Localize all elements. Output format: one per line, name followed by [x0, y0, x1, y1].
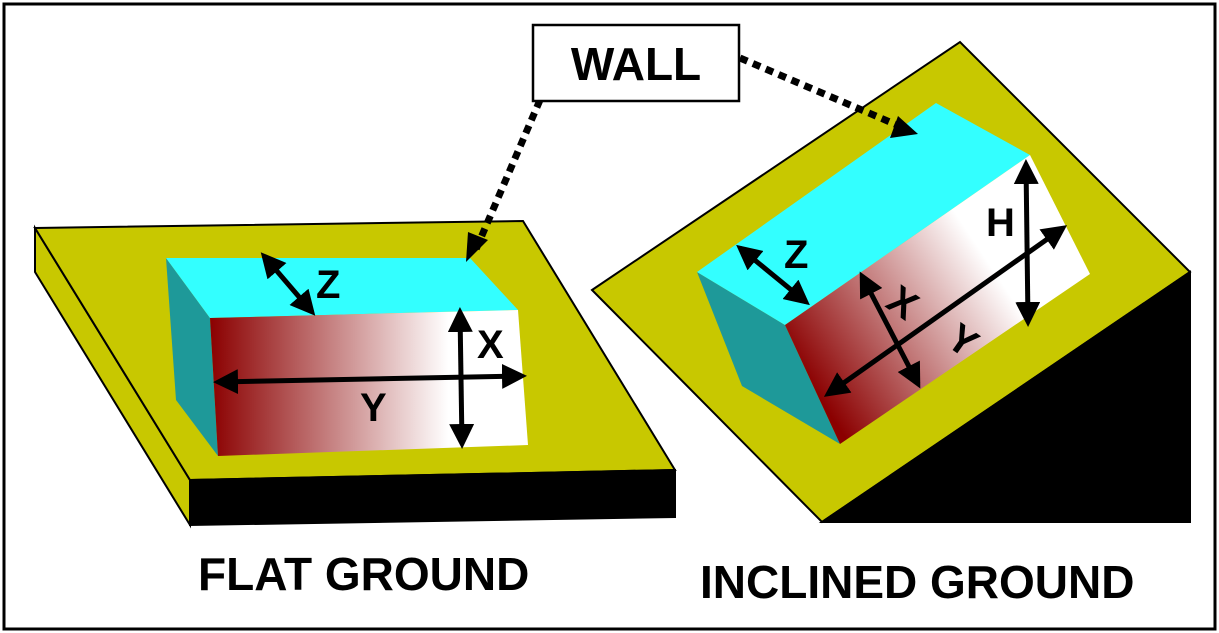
callout-pointer-flat-head: [466, 232, 488, 262]
wall-label: WALL: [571, 38, 701, 90]
flat-y-label: Y: [360, 386, 387, 430]
inclined-h-label: H: [986, 201, 1015, 245]
inclined-ground-scene: Z H X Y INCLINED GROUND: [590, 40, 1192, 608]
flat-wall-top-face: [166, 258, 518, 318]
callout-pointer-inclined: [738, 54, 906, 132]
flat-ground-scene: Z X Y FLAT GROUND: [33, 219, 677, 600]
inclined-wall-side-face: [697, 272, 840, 444]
flat-z-dimension-arrow: [260, 252, 316, 316]
flat-x-dimension-arrow: [447, 307, 475, 449]
inclined-z-label: Z: [784, 233, 808, 277]
wall-label-box: [531, 23, 741, 103]
inclined-ground-base: [818, 270, 1191, 523]
flat-ground-base: [189, 468, 676, 527]
inclined-h-dimension-arrow: [1013, 159, 1041, 327]
callout-pointer-inclined-head: [890, 116, 918, 138]
flat-z-label: Z: [316, 263, 340, 307]
flat-wall-side-face: [166, 258, 218, 456]
inclined-ground-caption: INCLINED GROUND: [700, 556, 1134, 608]
inclined-z-dimension-arrow: [736, 244, 810, 306]
flat-x-label: X: [477, 323, 504, 367]
wall-callout: WALL: [466, 23, 918, 262]
flat-ground-caption: FLAT GROUND: [198, 548, 529, 600]
